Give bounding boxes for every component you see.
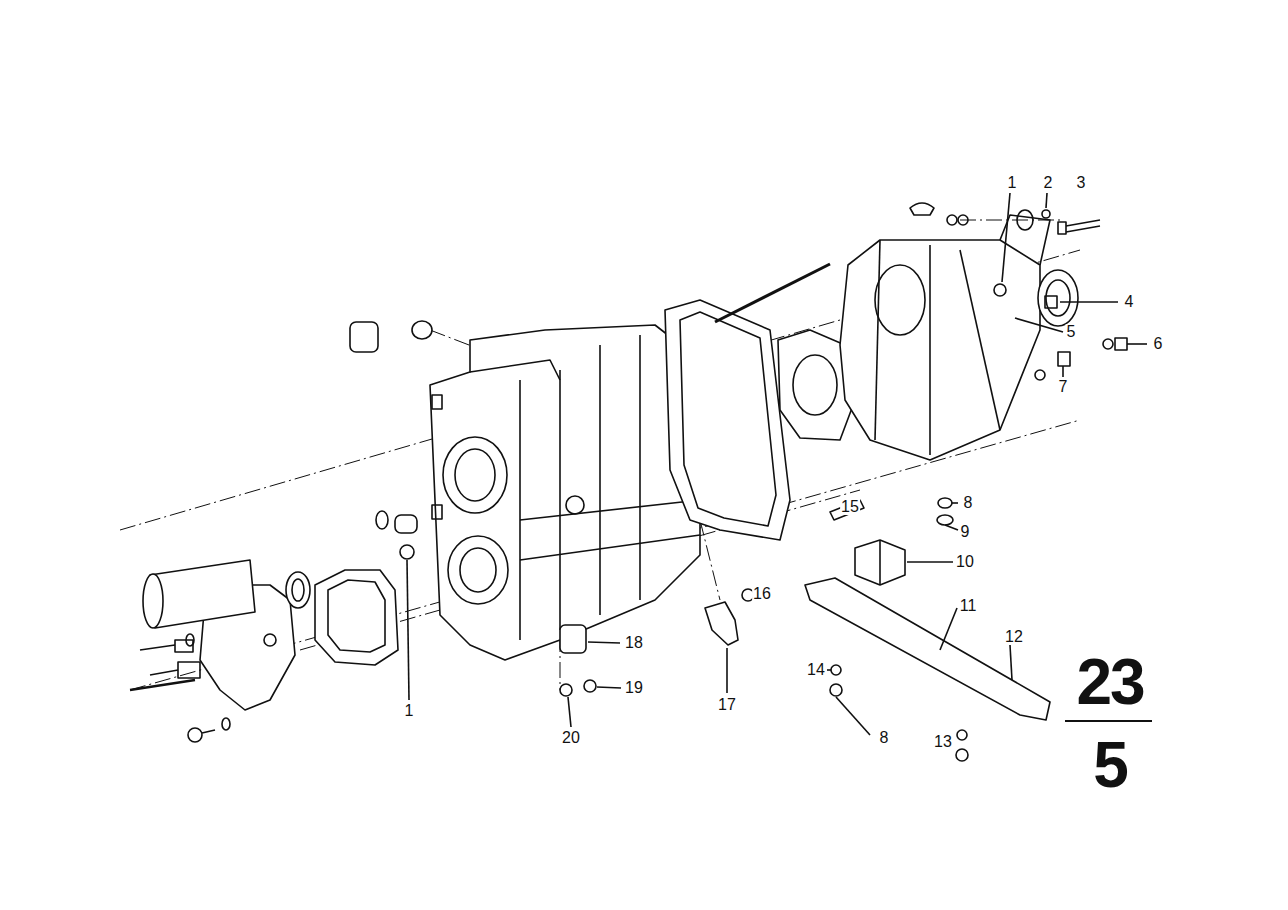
callout-number: 9 (960, 524, 971, 540)
callout-number: 20 (561, 730, 581, 746)
gearbox-housing (430, 325, 700, 660)
callout-number: 17 (717, 697, 737, 713)
callout-number: 4 (1124, 294, 1135, 310)
callout-number: 15 (840, 499, 860, 515)
callout-number: 1 (404, 703, 415, 719)
callout-number: 1 (1007, 175, 1018, 191)
callout-number: 3 (1076, 175, 1087, 191)
callout-number: 16 (752, 586, 772, 602)
callout-number: 8 (879, 730, 890, 746)
rear-housing (840, 215, 1050, 460)
callout-number: 5 (1066, 324, 1077, 340)
callout-number: 7 (1058, 379, 1069, 395)
callout-number: 8 (963, 495, 974, 511)
callout-number: 19 (624, 680, 644, 696)
callout-number: 12 (1004, 629, 1024, 645)
callout-number: 14 (806, 662, 826, 678)
callout-number: 10 (955, 554, 975, 570)
callout-number: 6 (1153, 336, 1164, 352)
figure-number: 5 (1092, 733, 1128, 797)
front-cover (130, 560, 295, 742)
callout-number: 2 (1043, 175, 1054, 191)
callout-number: 11 (959, 598, 978, 614)
callout-number: 13 (933, 734, 953, 750)
callout-number: 18 (624, 635, 644, 651)
figure-number: 23 (1075, 650, 1144, 714)
